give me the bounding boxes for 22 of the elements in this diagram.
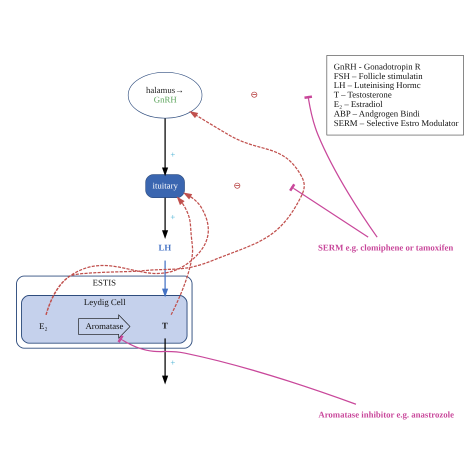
arrow — [44, 110, 304, 315]
edge-label: + — [170, 357, 175, 368]
edge-label: + — [170, 212, 175, 222]
node-text: T — [161, 320, 168, 330]
connector — [307, 98, 378, 238]
node-text: SERM e.g. clomiphene or tamoxifen — [318, 242, 453, 252]
arrow — [170, 196, 193, 315]
arrow — [162, 260, 168, 297]
label: ⊖ — [250, 89, 258, 100]
node-box: ituitary — [144, 174, 184, 198]
arrow — [162, 197, 168, 238]
node-text: LH — [158, 242, 171, 252]
label: ⊖ — [233, 180, 242, 190]
arrow — [162, 338, 168, 384]
node-text: Aromatase inhibitor e.g. anastrozole — [318, 409, 454, 420]
connector — [293, 188, 368, 238]
connector — [117, 334, 356, 404]
node-box: GnRH - Gonadotropin R FSH – Follicle stimulatin LH – Luteinising Hormc T – Testosterone E₂ – Estradiol ABP – Andgrogen Bindi SERM – Selective Estro Modulator — [326, 54, 464, 135]
node-text: E₂ — [38, 320, 48, 330]
arrow — [45, 192, 208, 314]
arrow — [162, 118, 168, 176]
edge-label: + — [170, 148, 175, 159]
